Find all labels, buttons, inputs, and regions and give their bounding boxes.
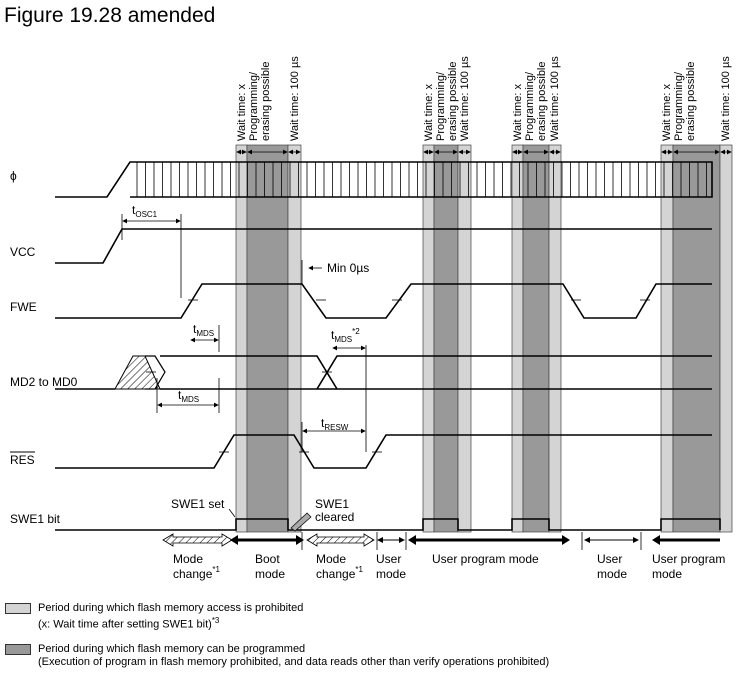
label-swe1: SWE1 bit <box>10 512 61 526</box>
boot-mode-a: Boot <box>255 552 280 566</box>
label-phi: ϕ <box>10 169 17 183</box>
band-wait-100-2 <box>457 144 472 533</box>
band-wait-x-4 <box>660 144 674 533</box>
user-mode-2-a: User <box>597 552 622 566</box>
swe1-cleared-label-2: cleared <box>315 510 354 524</box>
hdr-wait-100-4: Wait time: 100 µs <box>720 56 732 141</box>
user-mode-2-b: mode <box>597 567 627 581</box>
label-md: MD2 to MD0 <box>10 375 78 389</box>
tmds1-label: tMDS <box>193 322 214 338</box>
band-prog-4 <box>672 144 721 533</box>
md-ticks <box>146 345 367 452</box>
label-vcc: VCC <box>10 245 36 259</box>
hdr-prog-4a: Programming/ <box>673 71 685 141</box>
tresw-label: tRESW <box>321 416 349 432</box>
tmds2-label: tMDS <box>178 388 199 404</box>
tosc1-label: tOSC1 <box>132 203 158 219</box>
mode-bar <box>162 532 720 550</box>
label-fwe: FWE <box>10 300 37 314</box>
min0-label: Min 0µs <box>327 261 369 275</box>
swe1-cleared-label-1: SWE1 <box>315 497 349 511</box>
hdr-prog-1b: erasing possible <box>260 62 272 142</box>
hdr-wait-x-3: Wait time: x <box>512 83 524 141</box>
hdr-wait-x-1: Wait time: x <box>236 83 248 141</box>
hdr-wait-x-2: Wait time: x <box>423 83 435 141</box>
hdr-prog-1a: Programming/ <box>248 71 260 141</box>
phi-waveform <box>55 161 713 198</box>
fwe-ticks <box>188 260 650 301</box>
tmds3-label: tMDS*2 <box>331 327 360 344</box>
hdr-prog-2a: Programming/ <box>435 71 447 141</box>
hdr-prog-4b: erasing possible <box>685 62 697 142</box>
mode-labels: Mode change*1 Boot mode Mode change*1 Us… <box>173 552 725 581</box>
swe1-set-pointer <box>228 508 236 518</box>
mode-change-1-b: change*1 <box>173 565 220 581</box>
user-program-mode-2-a: User program <box>652 552 725 566</box>
band-wait-x-2 <box>422 144 435 533</box>
band-prog-1 <box>246 144 289 533</box>
vcc-waveform <box>55 228 712 264</box>
legend-light-line2: (x: Wait time after setting SWE1 bit) <box>38 618 212 631</box>
hdr-wait-100-3: Wait time: 100 µs <box>549 56 561 141</box>
band-wait-x-1 <box>235 144 248 533</box>
band-wait-x-3 <box>511 144 524 533</box>
legend-dark-line1: Period during which flash memory can be … <box>38 643 306 655</box>
signal-labels: ϕ VCC FWE MD2 to MD0 RES SWE1 bit <box>10 169 78 526</box>
user-mode-1-b: mode <box>376 567 406 581</box>
hdr-wait-100-1: Wait time: 100 µs <box>289 56 301 141</box>
boot-mode-b: mode <box>255 567 285 581</box>
md-waveform <box>55 355 712 390</box>
res-waveform <box>55 434 712 469</box>
mode-change-arrow-2 <box>306 533 375 547</box>
mode-change-1-a: Mode <box>173 552 203 566</box>
user-mode-1-a: User <box>376 552 401 566</box>
tosc1-marker <box>121 214 182 298</box>
band-prog-3 <box>522 144 550 533</box>
hdr-wait-100-2: Wait time: 100 µs <box>459 56 471 141</box>
mode-change-arrow-1 <box>162 533 233 547</box>
hdr-prog-2b: erasing possible <box>447 62 459 142</box>
band-wait-100-3 <box>548 144 562 533</box>
legend-light-swatch <box>5 603 31 614</box>
tmds1-marker <box>190 325 220 352</box>
res-ticks <box>219 422 382 453</box>
legend-light-sup: *3 <box>211 616 220 625</box>
band-wait-100-4 <box>719 144 733 533</box>
hdr-prog-3b: erasing possible <box>536 62 548 142</box>
band-wait-100-1 <box>287 144 302 533</box>
user-program-mode-2-b: mode <box>652 567 682 581</box>
swe1-set-label: SWE1 set <box>171 497 225 511</box>
mode-change-2-a: Mode <box>316 552 346 566</box>
swe1-waveform <box>55 518 721 531</box>
hdr-wait-x-4: Wait time: x <box>661 83 673 141</box>
label-res: RES <box>10 453 35 467</box>
legend-light-line1: Period during which flash memory access … <box>38 602 304 614</box>
legend-dark-line2: (Execution of program in flash memory pr… <box>38 656 550 668</box>
swe1-cleared-arrow <box>290 512 312 532</box>
fwe-waveform <box>55 283 712 319</box>
period-bands <box>235 144 733 533</box>
user-program-mode-1: User program mode <box>432 552 539 566</box>
legend-dark-swatch <box>5 644 31 655</box>
column-headers: Wait time: x Programming/ erasing possib… <box>236 56 732 141</box>
hdr-prog-3a: Programming/ <box>524 71 536 141</box>
band-prog-2 <box>433 144 459 533</box>
mode-change-2-b: change*1 <box>316 565 363 581</box>
figure-title: Figure 19.28 amended <box>4 4 216 27</box>
